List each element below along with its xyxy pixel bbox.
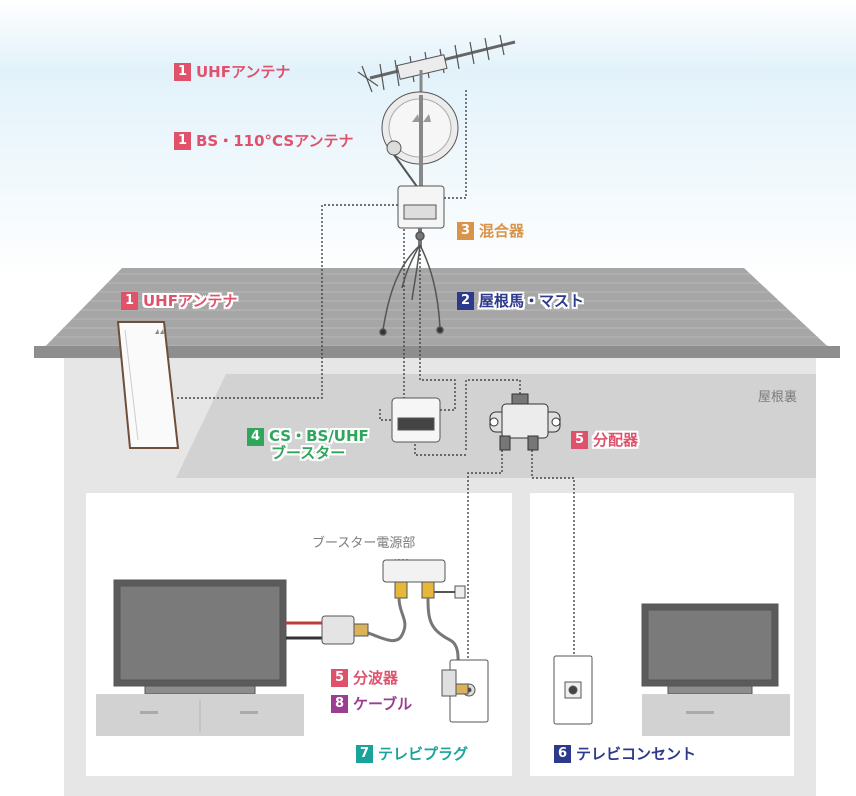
badge-number: 3 [457,221,474,240]
badge-number: 8 [331,694,348,713]
uhf-antenna-yagi [357,34,516,95]
booster-power-unit [355,559,466,671]
label-text: 分配器 [593,431,639,449]
badge-number: 1 [121,291,138,310]
label-cable: 8 ケーブル [331,693,412,714]
badge-number: 2 [457,291,474,310]
tv-plug-outlet [441,659,489,723]
roof-mount-mast [379,228,444,336]
separator-device [286,615,369,645]
booster-power-label: ブースター電源部 [312,536,416,551]
label-mixer: 3 混合器 [457,220,524,241]
label-text-line2: ブースター [271,444,346,462]
mixer-device [397,185,445,229]
label-mast: 2 屋根馬・マスト [457,290,584,311]
label-bs-cs-antenna: 1 BS・110°CSアンテナ [174,130,354,151]
tv-outlet [553,655,593,725]
roof [34,268,840,358]
badge-number: 5 [331,668,348,687]
uhf-antenna-flat [116,321,180,449]
booster-device [391,397,441,443]
tv-left [96,579,304,736]
bs-cs-dish [381,91,459,189]
label-separator: 5 分波器 [331,667,398,688]
label-text: テレビプラグ [378,745,469,763]
attic-label: 屋根裏 [758,390,798,405]
label-text-line1: CS・BS/UHF [269,427,369,445]
label-distributor: 5 分配器 [571,429,638,450]
label-text: 屋根馬・マスト [479,292,585,310]
badge-number: 1 [174,62,191,81]
label-text: UHFアンテナ [196,63,291,81]
badge-number: 4 [247,428,264,446]
label-tv-outlet: 6 テレビコンセント [554,743,696,764]
label-uhf-antenna-attic: 1 UHFアンテナ [121,290,237,311]
label-booster: 4 CS・BS/UHF ブースター [247,428,369,462]
badge-number: 5 [571,430,588,449]
label-text: 分波器 [353,669,399,687]
label-text: テレビコンセント [576,745,697,763]
distributor-device [489,393,561,451]
label-uhf-antenna-top: 1 UHFアンテナ [174,61,290,82]
label-text: 混合器 [479,222,525,240]
cable-lines [177,90,575,676]
label-text: ケーブル [353,695,413,713]
tv-right [641,603,790,736]
label-text: BS・110°CSアンテナ [196,132,354,150]
badge-number: 7 [356,744,373,763]
label-tv-plug: 7 テレビプラグ [356,743,468,764]
badge-number: 1 [174,131,191,150]
label-text: UHFアンテナ [143,292,238,310]
badge-number: 6 [554,744,571,763]
